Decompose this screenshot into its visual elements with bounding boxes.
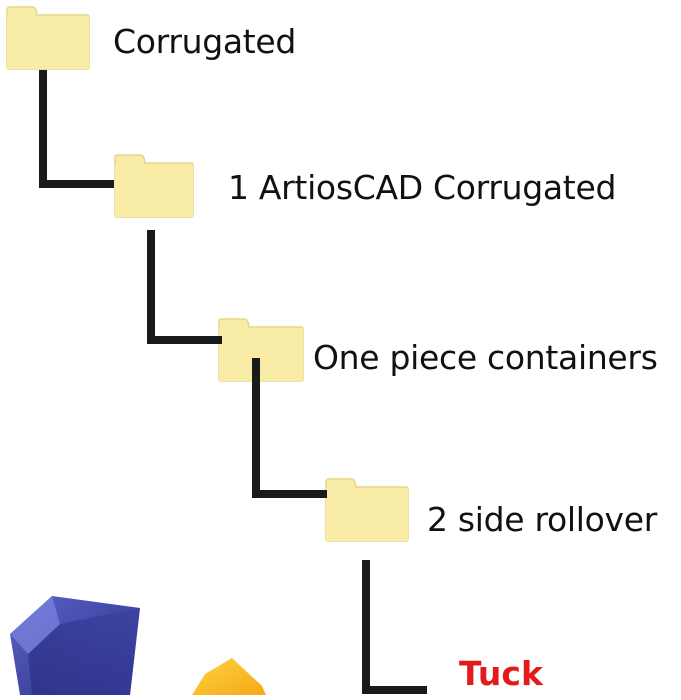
tree-connector xyxy=(39,70,114,188)
folder-label-one-piece-containers: One piece containers xyxy=(313,338,658,377)
tree-connector xyxy=(147,230,222,344)
tree-connector xyxy=(362,560,427,694)
folder-label-2-side-rollover: 2 side rollover xyxy=(427,500,658,539)
artioscad-logo-icon xyxy=(10,596,266,695)
folder-icon xyxy=(325,478,409,542)
leaf-label-tuck: Tuck xyxy=(459,654,543,693)
folder-label-corrugated: Corrugated xyxy=(113,22,297,61)
folder-icon xyxy=(114,154,194,218)
folder-icon xyxy=(6,6,90,70)
tree-connector xyxy=(252,358,327,498)
folder-icon xyxy=(218,318,304,382)
folder-label-artioscad-corrugated: 1 ArtiosCAD Corrugated xyxy=(228,168,617,207)
